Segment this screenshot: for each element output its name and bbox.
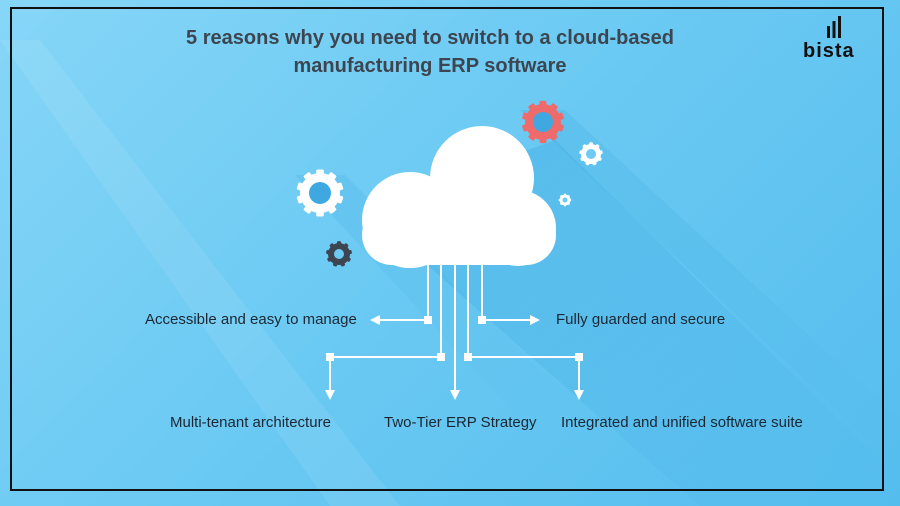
connector-nodes (326, 316, 583, 361)
gear-shadow (520, 110, 900, 470)
page-title: 5 reasons why you need to switch to a cl… (150, 24, 710, 80)
reason-accessible: Accessible and easy to manage (145, 311, 357, 328)
reason-multi-tenant: Multi-tenant architecture (170, 414, 331, 431)
title-line-1: 5 reasons why you need to switch to a cl… (186, 27, 674, 49)
border-frame (10, 7, 884, 491)
reason-secure: Fully guarded and secure (556, 311, 726, 328)
gear-icon (558, 193, 572, 207)
title-line-2: manufacturing ERP software (293, 55, 567, 77)
gear-icon (522, 100, 564, 144)
gear-shadow (0, 40, 400, 506)
gear-icon (326, 241, 352, 267)
reason-integrated: Integrated and unified software suite (561, 414, 803, 431)
brand-logo: bista (803, 40, 855, 62)
gear-icon (579, 142, 603, 166)
reason-two-tier: Two-Tier ERP Strategy (384, 414, 537, 431)
cloud-icon (362, 126, 556, 268)
logo-bars-icon (827, 16, 841, 38)
gear-icon (296, 169, 344, 217)
